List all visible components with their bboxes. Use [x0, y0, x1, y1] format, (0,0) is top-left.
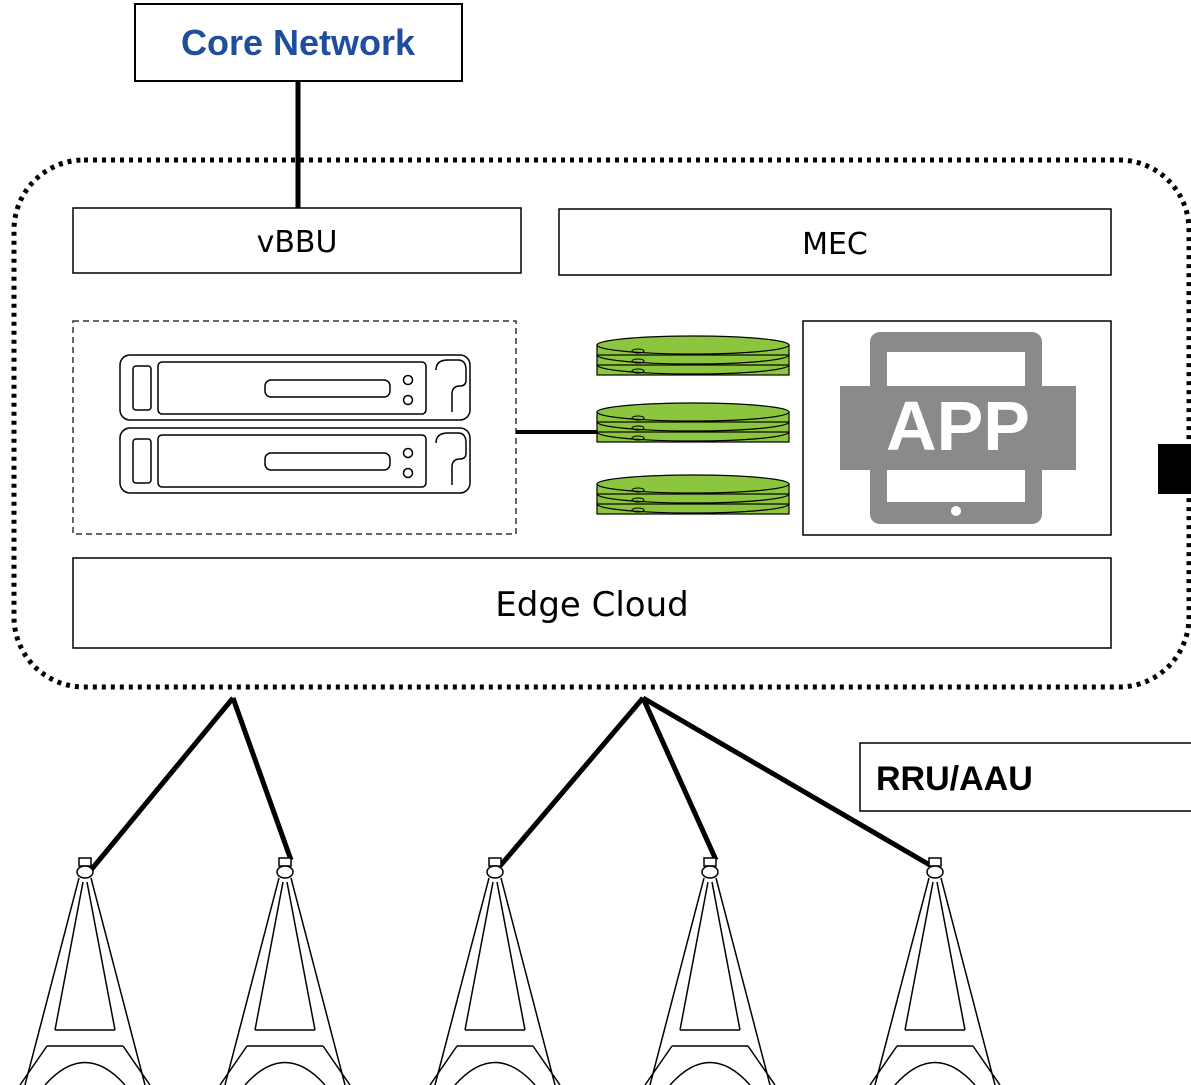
storage-stack-icon [596, 335, 790, 515]
core-network-node: Core Network [134, 3, 463, 82]
server-group-frame [72, 320, 517, 535]
rack-server-icon [119, 354, 471, 494]
radio-tower-icon [429, 857, 561, 1085]
vbbu-node: vBBU [72, 207, 522, 274]
radio-tower-group [19, 857, 1001, 1085]
radio-tower-icon [869, 857, 1001, 1085]
app-label: APP [886, 387, 1030, 465]
radio-tower-icon [644, 857, 776, 1085]
edge-cloud-node: Edge Cloud [72, 557, 1112, 649]
edge-cloud-label: Edge Cloud [495, 585, 689, 625]
rru-aau-label: RRU/AAU [876, 760, 1033, 798]
storage-disk-group [596, 402, 790, 443]
edge-site-boundary [11, 157, 1191, 690]
vbbu-label: vBBU [257, 225, 338, 260]
mobile-app-icon [840, 332, 1076, 524]
rru-aau-node: RRU/AAU [859, 742, 1191, 812]
storage-disk-group [596, 474, 790, 515]
radio-tower-icon [219, 857, 351, 1085]
mec-node: MEC [558, 208, 1112, 276]
core-network-label: Core Network [181, 22, 416, 63]
storage-disk-group [596, 335, 790, 376]
app-node: APP [802, 320, 1112, 536]
radio-tower-icon [19, 857, 151, 1085]
fronthaul-links [84, 695, 937, 878]
mec-label: MEC [802, 227, 868, 262]
external-port-icon [1158, 444, 1191, 494]
